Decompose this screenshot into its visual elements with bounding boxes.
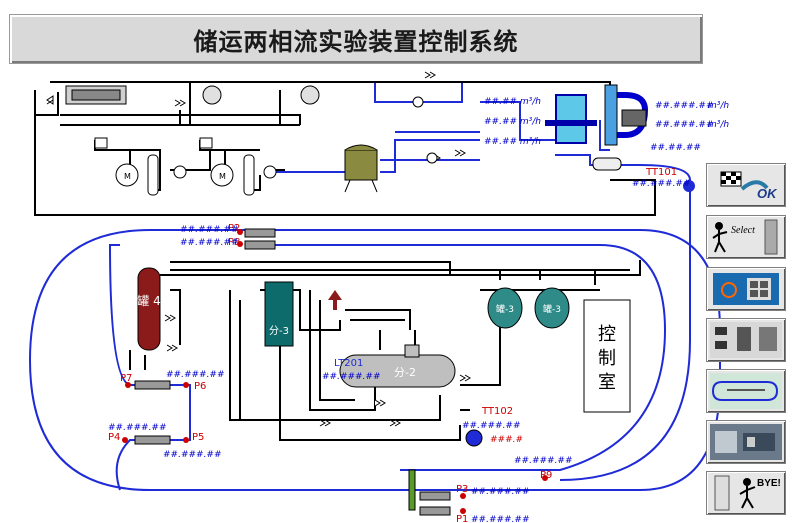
p7-value: ##.###.## <box>166 370 225 380</box>
lt201-value: ##.###.## <box>322 372 381 382</box>
circuit-view-button[interactable] <box>706 318 786 362</box>
p7-label: P7 <box>120 373 132 384</box>
checkered-flag-icon <box>720 171 769 191</box>
lt201-label: LT201 <box>334 358 363 369</box>
flow-readout-3: ##.## m³/h <box>484 137 541 147</box>
flow-readout-right-1: ##.###.## <box>655 101 714 111</box>
tank-3a <box>487 287 523 329</box>
flow-readout-mid: ##.##.## <box>650 143 701 153</box>
tt102-label: TT102 <box>481 406 513 417</box>
tank4-label-1: 罐 4 <box>137 294 160 308</box>
tank-3b <box>534 287 570 329</box>
p9-value: ##.###.## <box>514 456 573 466</box>
exit-button[interactable]: BYE! <box>706 471 786 515</box>
select-button[interactable]: Select <box>706 215 786 259</box>
panel-view-button[interactable] <box>706 267 786 311</box>
p8-label: P8 <box>228 237 240 248</box>
title-bar: 储运两相流实验装置控制系统 <box>9 14 703 64</box>
walking-person-icon <box>712 219 778 255</box>
flow-readout-1: ##.## m³/h <box>484 97 541 107</box>
page-title: 储运两相流实验装置控制系统 <box>193 26 519 56</box>
tt102-value: ##.###.## <box>462 421 521 431</box>
flow-readout-right-2: ##.###.## <box>655 120 714 130</box>
tt101-value: ##.###.## <box>632 179 691 189</box>
flow-readout-right-2-unit: m³/h <box>708 120 729 130</box>
p9-label: P9 <box>540 470 552 481</box>
loop-icon <box>710 373 782 409</box>
valves <box>46 71 471 427</box>
sep2-label: 分-2 <box>394 366 416 379</box>
tank3a-label: 罐-3 <box>496 303 514 315</box>
blue-loop-inner <box>260 244 667 471</box>
pressure-dots <box>122 229 548 514</box>
blue-mid-pipes <box>270 139 480 173</box>
separator-3 <box>264 281 294 347</box>
svg-text:M: M <box>219 172 226 181</box>
control-room-2: 制 <box>598 348 616 369</box>
pipe-sections <box>134 228 451 516</box>
pump-1 <box>202 85 222 105</box>
small-pump-2 <box>263 165 277 179</box>
ok-label: OK <box>757 186 777 201</box>
p1-value: ##.###.## <box>471 515 530 523</box>
sight-glass <box>555 94 587 144</box>
plant-icon <box>710 424 782 460</box>
p8-value: ##.###.## <box>180 238 239 248</box>
ok-button[interactable]: OK <box>706 163 786 207</box>
compressor <box>65 85 127 105</box>
vent-arrow <box>328 290 342 310</box>
separator-2 <box>339 344 456 388</box>
tt101-label: TT101 <box>645 167 677 178</box>
storage-tank <box>344 144 378 193</box>
heat-exchanger <box>592 157 622 171</box>
plant-view-button[interactable] <box>706 420 786 464</box>
tank-4 <box>137 267 161 351</box>
sep3-label: 分-3 <box>269 325 289 337</box>
p3-label: P3 <box>456 484 468 495</box>
tt101-sensor <box>683 180 695 192</box>
pump-2 <box>300 85 320 105</box>
control-room-1: 控 <box>598 324 616 345</box>
filter-1 <box>147 154 159 196</box>
select-label: Select <box>731 225 755 236</box>
control-room <box>583 299 631 413</box>
p1-label: P1 <box>456 514 468 523</box>
tank3b-label: 罐-3 <box>543 303 561 315</box>
p3-value: ##.###.## <box>471 487 530 497</box>
flow-readout-2: ##.## m³/h <box>484 117 541 127</box>
p5-label: P5 <box>192 432 204 443</box>
control-panel-icon <box>713 273 779 305</box>
exit-label: BYE! <box>757 478 781 489</box>
p4-value: ##.###.## <box>108 423 167 433</box>
filter-2 <box>243 154 255 196</box>
p2-value: ##.###.## <box>180 225 239 235</box>
injection-column <box>408 469 416 511</box>
motor-1 <box>115 163 139 187</box>
p5-value: ##.###.## <box>163 450 222 460</box>
blue-right-riser <box>559 180 691 481</box>
tt102-alt: ###.# <box>490 435 523 445</box>
svg-text:M: M <box>124 172 131 181</box>
p4-label: P4 <box>108 432 120 443</box>
p2-label: P2 <box>228 223 240 234</box>
circuit-icon <box>710 322 782 358</box>
loop-view-button[interactable] <box>706 369 786 413</box>
motor-2 <box>210 163 234 187</box>
flow-readout-right-1-unit: m³/h <box>708 101 729 111</box>
p6-label: P6 <box>194 381 206 392</box>
control-room-3: 室 <box>598 372 616 393</box>
exit-person-icon <box>714 475 756 511</box>
tt102-sensor <box>465 429 483 447</box>
small-pump-1 <box>173 165 187 179</box>
